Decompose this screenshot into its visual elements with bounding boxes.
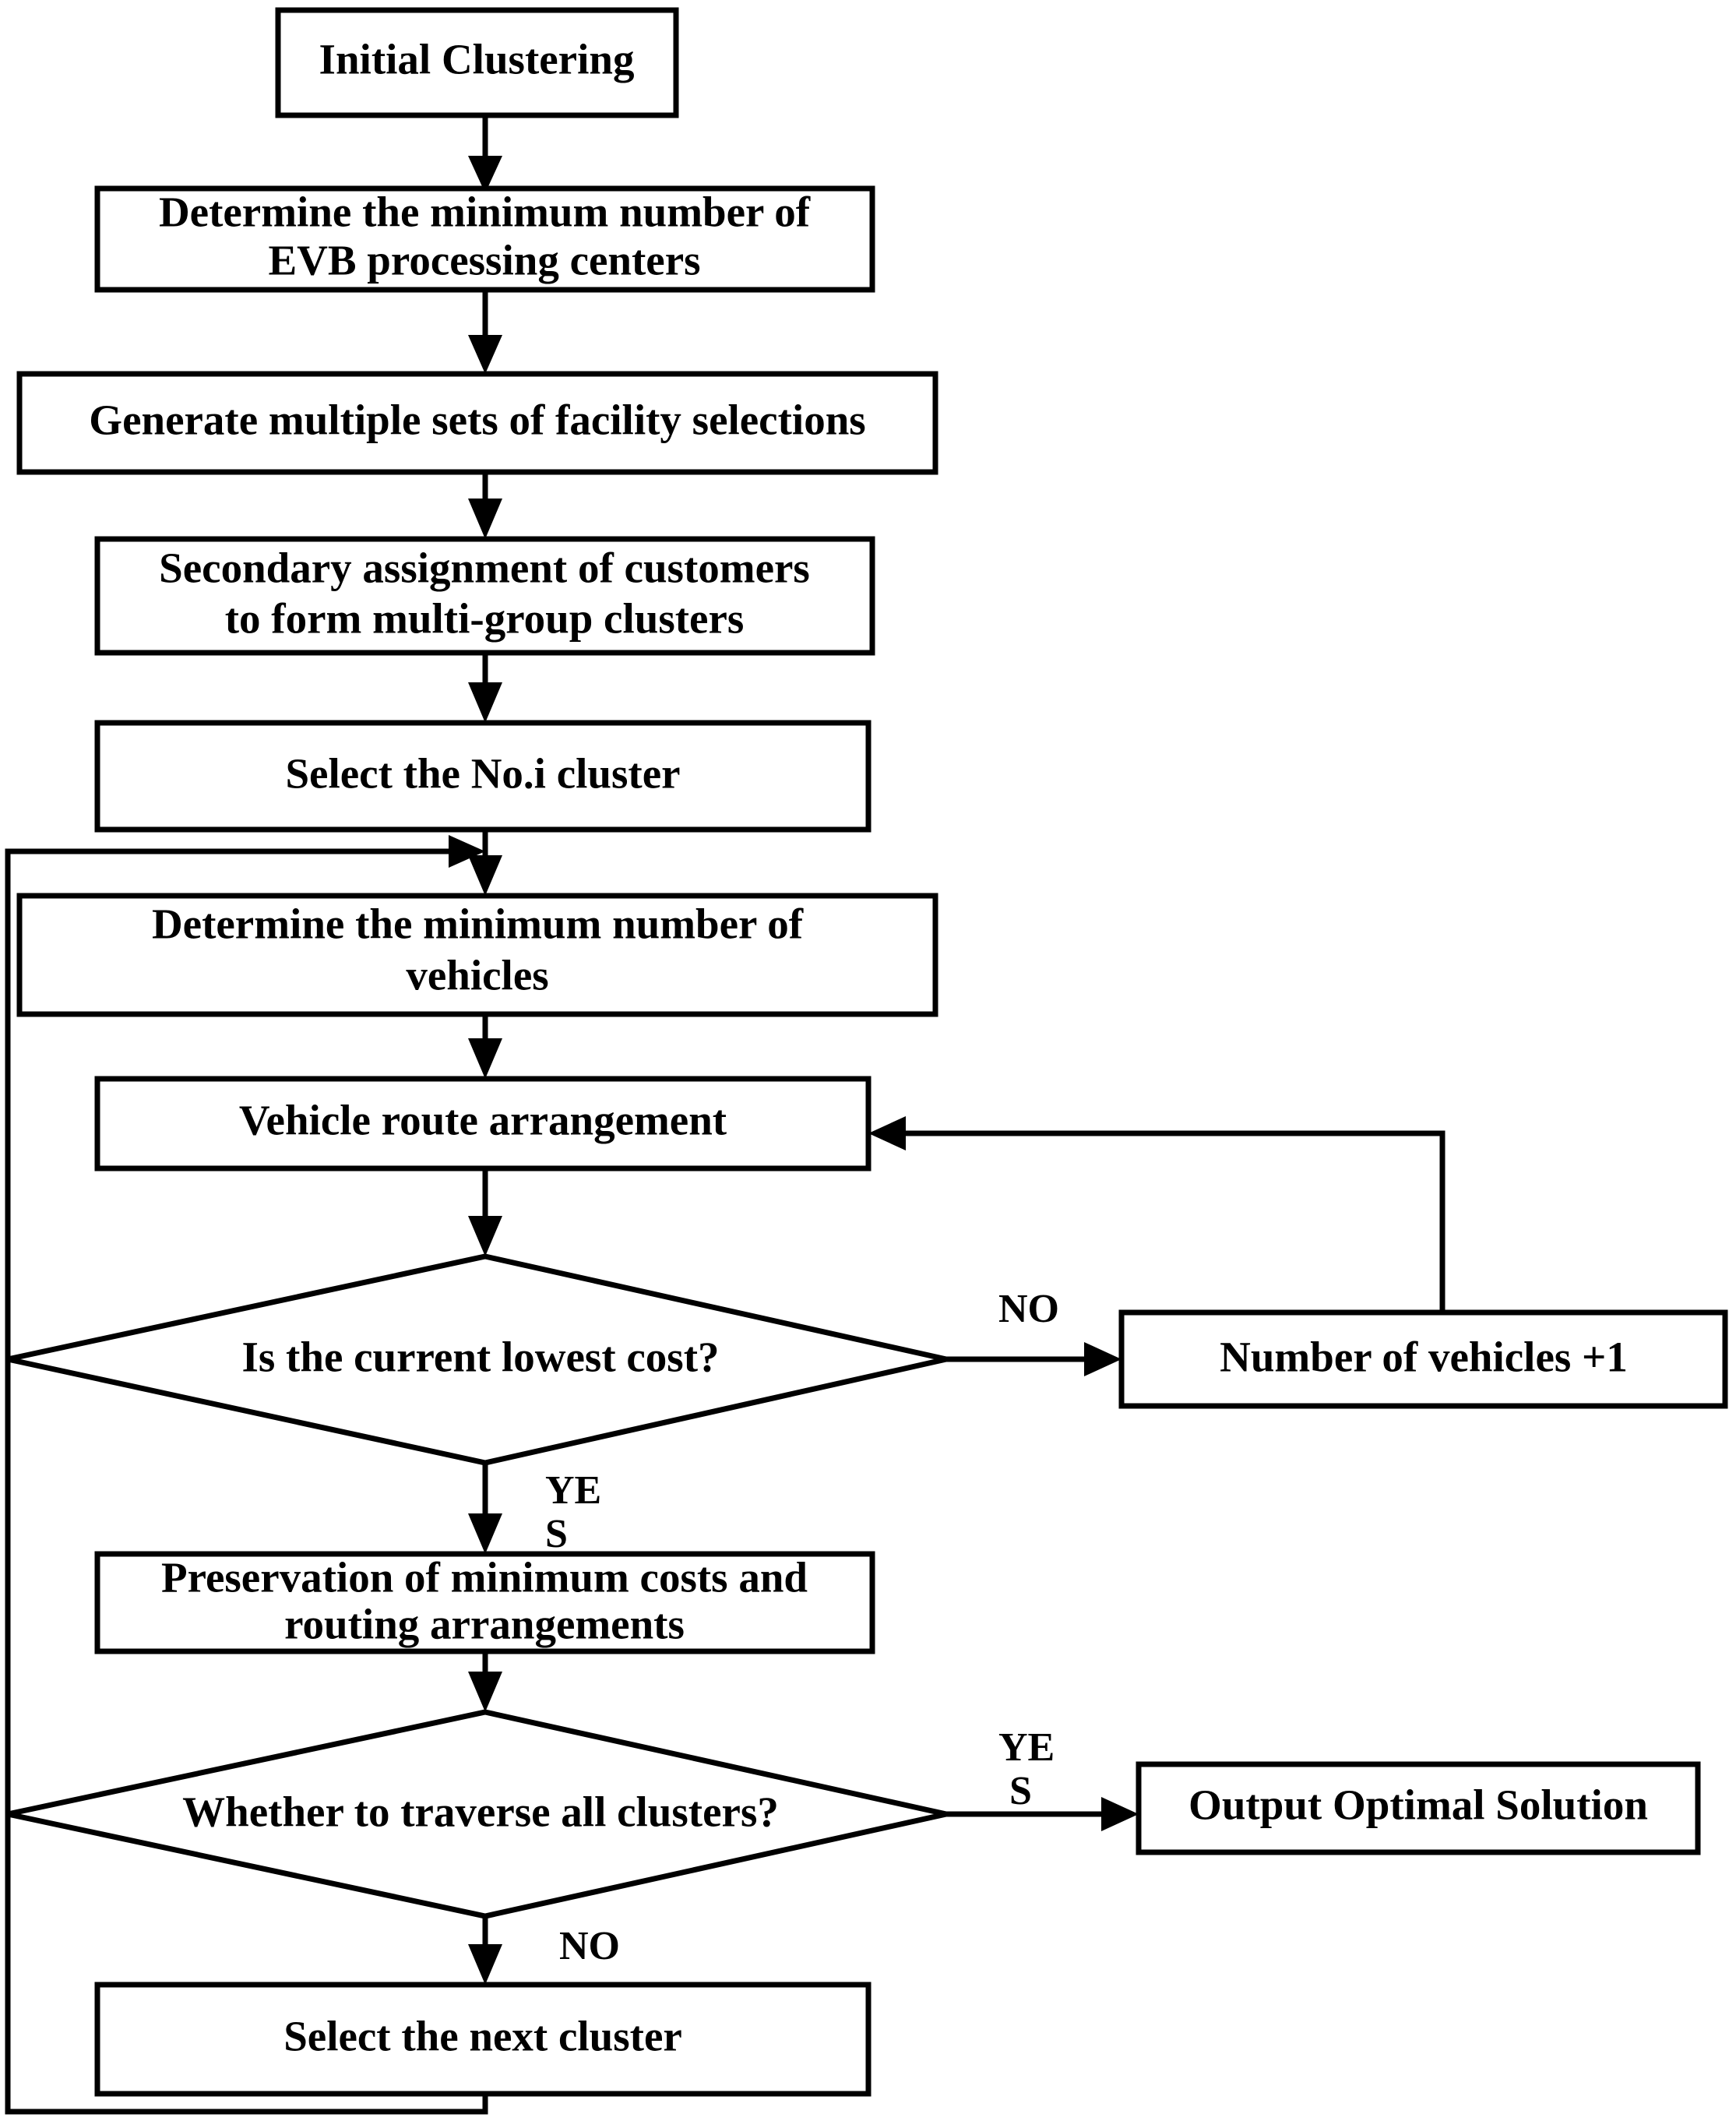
node-number-of-vehicles-plus-one[interactable]: Number of vehicles +1 [1118, 1309, 1728, 1409]
edge-label-traverse-yes-line2: S [1009, 1769, 1032, 1813]
edge-label-lowest-cost-no: NO [998, 1287, 1059, 1331]
node-determine-min-vehicles[interactable]: Determine the minimum number of vehicles [16, 893, 938, 1017]
node-secondary-assignment-label-line1: Secondary assignment of customers [159, 544, 810, 592]
node-preservation-min-costs-label-line2: routing arrangements [284, 1601, 685, 1648]
node-select-no-i-cluster[interactable]: Select the No.i cluster [94, 720, 872, 833]
node-is-lowest-cost-decision-label: Is the current lowest cost? [241, 1334, 719, 1381]
edge-determine-evb-to-generate [468, 290, 502, 374]
node-select-no-i-cluster-label: Select the No.i cluster [285, 750, 680, 798]
edge-route-to-lowest-cost [468, 1168, 502, 1256]
edge-vehicles-plus1-back-to-route [868, 1116, 1445, 1312]
node-generate-facility-selections-label: Generate multiple sets of facility selec… [89, 396, 865, 444]
edge-determine-vehicles-to-route [468, 1014, 502, 1079]
node-determine-min-evb-centers[interactable]: Determine the minimum number of EVB proc… [94, 185, 875, 293]
node-determine-min-evb-centers-label-line2: EVB processing centers [268, 237, 700, 284]
node-initial-clustering-label: Initial Clustering [319, 36, 635, 83]
node-generate-facility-selections[interactable]: Generate multiple sets of facility selec… [16, 371, 938, 475]
edge-lowest-cost-no [946, 1342, 1122, 1376]
node-output-optimal-solution[interactable]: Output Optimal Solution [1136, 1761, 1701, 1855]
node-output-optimal-solution-label: Output Optimal Solution [1188, 1781, 1648, 1829]
node-vehicle-route-arrangement[interactable]: Vehicle route arrangement [94, 1076, 872, 1171]
node-preservation-min-costs[interactable]: Preservation of minimum costs and routin… [94, 1551, 875, 1654]
node-select-next-cluster-label: Select the next cluster [283, 2013, 682, 2060]
edge-lowest-cost-yes [468, 1463, 502, 1554]
node-is-lowest-cost-decision[interactable]: Is the current lowest cost? [7, 1253, 947, 1466]
node-determine-min-vehicles-label-line1: Determine the minimum number of [152, 900, 804, 948]
edge-initial-to-determine-evb [468, 115, 502, 193]
edge-loop-back-to-determine-vehicles [5, 835, 488, 2115]
node-vehicle-route-arrangement-label: Vehicle route arrangement [239, 1097, 727, 1144]
node-secondary-assignment-label-line2: to form multi-group clusters [225, 595, 745, 643]
node-determine-min-vehicles-label-line2: vehicles [406, 952, 548, 999]
edge-traverse-no [468, 1916, 502, 1985]
node-traverse-all-clusters-decision-label: Whether to traverse all clusters? [182, 1788, 779, 1836]
edge-secondary-to-select-cluster [468, 653, 502, 723]
node-preservation-min-costs-label-line1: Preservation of minimum costs and [161, 1554, 808, 1601]
edge-traverse-yes [946, 1797, 1139, 1831]
edge-preservation-to-traverse [468, 1651, 502, 1712]
edge-generate-to-secondary [468, 472, 502, 539]
edge-label-lowest-cost-yes-line1: YE [545, 1468, 601, 1513]
node-initial-clustering[interactable]: Initial Clustering [275, 7, 679, 118]
edge-label-traverse-no: NO [559, 1924, 620, 1968]
node-traverse-all-clusters-decision[interactable]: Whether to traverse all clusters? [7, 1709, 947, 1919]
edge-label-lowest-cost-yes-line2: S [545, 1512, 568, 1556]
edge-select-cluster-to-determine-vehicles [468, 830, 502, 896]
node-select-next-cluster[interactable]: Select the next cluster [94, 1982, 872, 2097]
node-secondary-assignment[interactable]: Secondary assignment of customers to for… [94, 536, 875, 656]
node-number-of-vehicles-plus-one-label: Number of vehicles +1 [1220, 1334, 1628, 1381]
node-determine-min-evb-centers-label-line1: Determine the minimum number of [159, 188, 811, 236]
edge-label-traverse-yes-line1: YE [998, 1725, 1055, 1770]
